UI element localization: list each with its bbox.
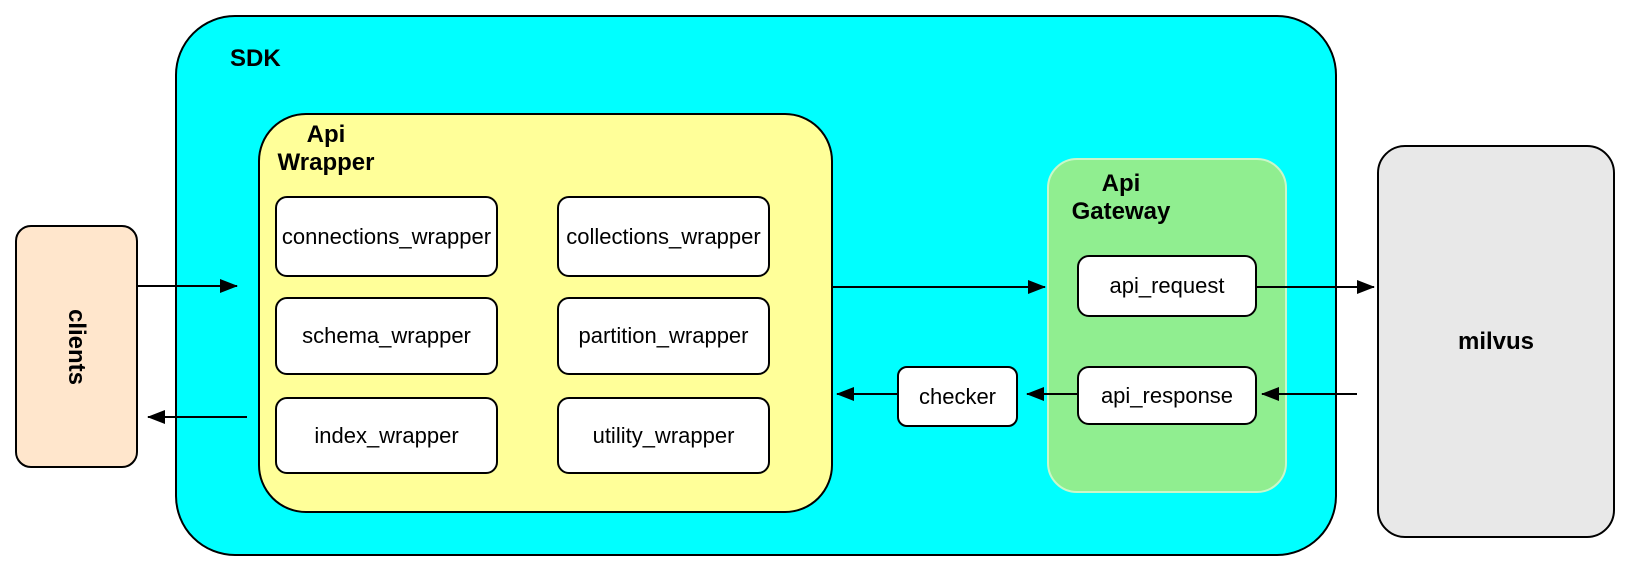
schema-wrapper-label: schema_wrapper: [302, 323, 471, 348]
api-gateway-label: Api Gateway: [1071, 170, 1171, 225]
api-request-box: api_request: [1077, 255, 1257, 317]
index-wrapper-box: index_wrapper: [275, 397, 498, 474]
sdk-container: SDK Api Wrapper connections_wrapper coll…: [175, 15, 1337, 556]
api-response-label: api_response: [1100, 382, 1234, 408]
api-gateway-container: Api Gateway api_request api_response: [1047, 158, 1287, 493]
schema-wrapper-box: schema_wrapper: [275, 297, 498, 375]
api-response-box: api_response: [1077, 366, 1257, 425]
clients-label: clients: [63, 308, 91, 385]
connections-wrapper-box: connections_wrapper: [275, 196, 498, 277]
checker-label: checker: [918, 383, 997, 409]
sdk-label: SDK: [230, 45, 281, 72]
api-wrapper-label: Api Wrapper: [277, 121, 375, 176]
partition-wrapper-label: partition_wrapper: [578, 323, 749, 348]
collections-wrapper-box: collections_wrapper: [557, 196, 770, 277]
milvus-box: milvus: [1377, 145, 1615, 538]
milvus-label: milvus: [1457, 327, 1535, 355]
checker-box: checker: [897, 366, 1018, 427]
utility-wrapper-label: utility_wrapper: [592, 422, 735, 448]
api-request-label: api_request: [1109, 273, 1225, 298]
clients-box: clients: [15, 225, 138, 468]
collections-wrapper-label: collections_wrapper: [566, 223, 761, 249]
connections-wrapper-label: connections_wrapper: [281, 223, 492, 249]
api-wrapper-container: Api Wrapper connections_wrapper collecti…: [258, 113, 833, 513]
index-wrapper-label: index_wrapper: [314, 422, 459, 448]
partition-wrapper-box: partition_wrapper: [557, 297, 770, 375]
utility-wrapper-box: utility_wrapper: [557, 397, 770, 474]
